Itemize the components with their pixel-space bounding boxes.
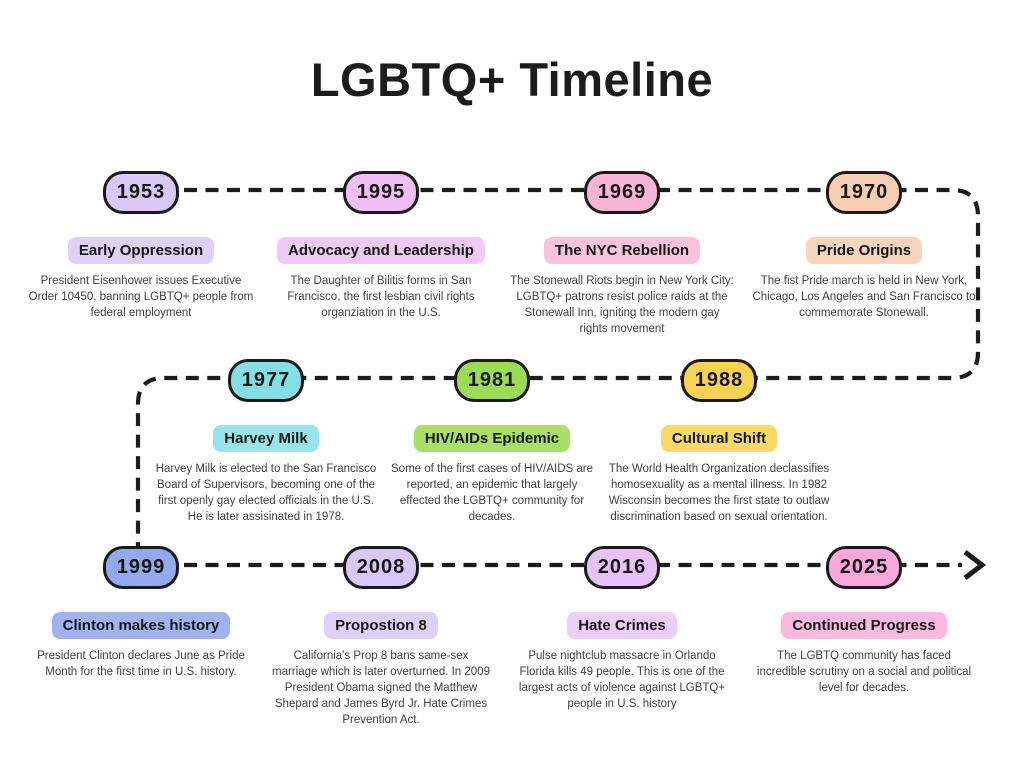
timeline-event-2008: 2008 Propostion 8 California's Prop 8 ba… bbox=[256, 546, 506, 728]
event-description: Harvey Milk is elected to the San Franci… bbox=[155, 463, 377, 523]
event-description: The LGBTQ community has faced incredible… bbox=[756, 650, 972, 694]
timeline-event-2016: 2016 Hate Crimes Pulse nightclub massacr… bbox=[497, 546, 747, 712]
arrow-right-icon bbox=[963, 550, 987, 580]
event-label: Clinton makes history bbox=[51, 612, 231, 639]
event-label: Hate Crimes bbox=[567, 612, 677, 639]
year-pill: 2008 bbox=[343, 546, 419, 589]
page-title: LGBTQ+ Timeline bbox=[310, 53, 714, 106]
event-description: The Stonewall Riots begin in New York Ci… bbox=[510, 275, 734, 335]
year-pill: 1988 bbox=[681, 359, 757, 402]
year-pill: 1977 bbox=[228, 359, 304, 402]
timeline-event-2025: 2025 Continued Progress The LGBTQ commun… bbox=[739, 546, 989, 696]
year-pill: 1953 bbox=[103, 171, 179, 214]
event-description: Some of the first cases of HIV/AIDS are … bbox=[391, 463, 593, 523]
event-label: HIV/AIDs Epidemic bbox=[413, 425, 571, 452]
event-description: The World Health Organization declassifi… bbox=[608, 463, 830, 523]
event-label: Continued Progress bbox=[781, 612, 947, 639]
timeline-event-1970: 1970 Pride Origins The fist Pride march … bbox=[739, 171, 989, 321]
event-label: Harvey Milk bbox=[213, 425, 319, 452]
timeline-event-1977: 1977 Harvey Milk Harvey Milk is elected … bbox=[141, 359, 391, 525]
event-label: Advocacy and Leadership bbox=[277, 237, 485, 264]
event-description: California's Prop 8 bans same-sex marria… bbox=[272, 650, 490, 726]
event-description: President Clinton declares June as Pride… bbox=[37, 650, 245, 678]
event-label: The NYC Rebellion bbox=[543, 237, 701, 264]
year-pill: 2025 bbox=[826, 546, 902, 589]
event-description: Pulse nightclub massacre in Orlando Flor… bbox=[518, 650, 726, 710]
event-label: Early Oppression bbox=[67, 237, 215, 264]
year-pill: 1969 bbox=[584, 171, 660, 214]
event-description: President Eisenhower issues Executive Or… bbox=[28, 275, 254, 319]
event-description: The Daughter of Bilitis forms in San Fra… bbox=[287, 275, 475, 319]
timeline-event-1999: 1999 Clinton makes history President Cli… bbox=[16, 546, 266, 680]
year-pill: 1970 bbox=[826, 171, 902, 214]
year-pill: 1981 bbox=[454, 359, 530, 402]
year-pill: 1999 bbox=[103, 546, 179, 589]
timeline-event-1953: 1953 Early Oppression President Eisenhow… bbox=[16, 171, 266, 321]
year-pill: 2016 bbox=[584, 546, 660, 589]
timeline-event-1988: 1988 Cultural Shift The World Health Org… bbox=[594, 359, 844, 525]
timeline-event-1969: 1969 The NYC Rebellion The Stonewall Rio… bbox=[497, 171, 747, 337]
event-label: Cultural Shift bbox=[660, 425, 778, 452]
timeline-event-1995: 1995 Advocacy and Leadership The Daughte… bbox=[256, 171, 506, 321]
event-label: Pride Origins bbox=[805, 237, 923, 264]
event-label: Propostion 8 bbox=[324, 612, 438, 639]
year-pill: 1995 bbox=[343, 171, 419, 214]
event-description: The fist Pride march is held in New York… bbox=[752, 275, 976, 319]
timeline-event-1981: 1981 HIV/AIDs Epidemic Some of the first… bbox=[367, 359, 617, 525]
